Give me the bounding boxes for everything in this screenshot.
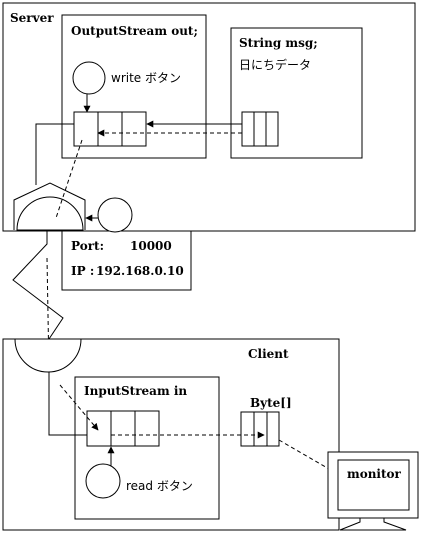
string-buffer — [241, 111, 279, 147]
network-dashed — [46, 257, 50, 373]
input-stream-box — [74, 376, 220, 520]
string-value: 日にちデータ — [239, 57, 311, 72]
read-button-label: read ボタン — [126, 479, 193, 493]
port-label: Port: — [71, 239, 104, 253]
output-stream-label: OutputStream out; — [71, 24, 198, 38]
byte-array-label: Byte[] — [250, 396, 292, 410]
port-info-box — [61, 230, 192, 291]
server-title: Server — [10, 11, 54, 25]
server-socket-shield — [13, 182, 86, 230]
string-label: String msg; — [239, 36, 318, 50]
client-socket — [14, 338, 82, 373]
network-cable — [12, 231, 64, 349]
monitor — [327, 451, 419, 531]
client-title: Client — [248, 347, 289, 361]
write-button-label: write ボタン — [111, 71, 181, 85]
byte-array-buffer — [240, 411, 280, 447]
ip-value: 192.168.0.10 — [96, 264, 184, 278]
server-socket — [16, 196, 84, 231]
monitor-label: monitor — [347, 467, 402, 481]
read-button[interactable] — [85, 463, 121, 499]
server-port-handle — [97, 197, 133, 233]
input-buffer — [86, 410, 160, 447]
input-stream-label: InputStream in — [84, 384, 187, 398]
output-buffer — [73, 111, 147, 147]
port-value: 10000 — [130, 239, 172, 253]
write-button[interactable] — [72, 61, 106, 95]
ip-label: IP : — [71, 264, 94, 278]
